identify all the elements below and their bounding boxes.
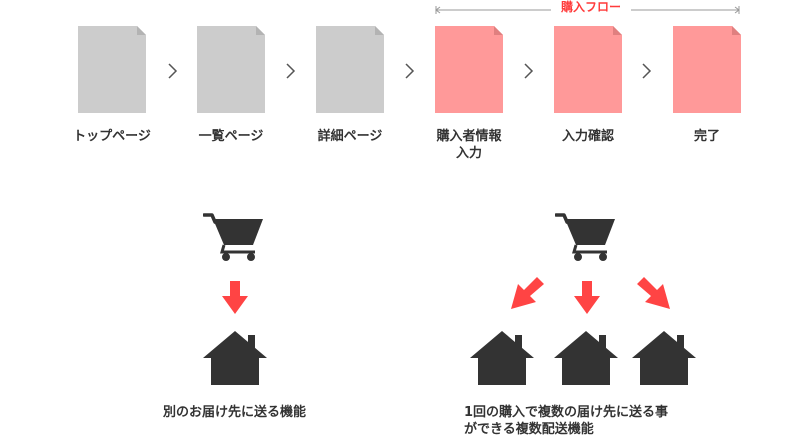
chevron-right-icon: [285, 62, 297, 80]
step-label-detail-page: 詳細ページ: [317, 129, 383, 144]
chevron-right-icon: [404, 62, 416, 80]
step-label-buyer-info-line1: 購入者情報: [436, 129, 502, 144]
chevron-right-icon: [641, 62, 653, 80]
multiple-delivery-caption-line2: ができる複数配送機能: [464, 422, 594, 437]
step-label-top-page: トップページ: [73, 129, 151, 144]
house-icon: [203, 331, 267, 385]
buyer-info-input-document-icon: [435, 26, 503, 113]
list-page-document-icon: [197, 26, 265, 113]
arrow-down-left-icon: [508, 276, 544, 312]
house-icon: [632, 331, 696, 385]
single-delivery-caption: 別のお届け先に送る機能: [163, 405, 307, 420]
down-arrow-icon: [222, 281, 248, 314]
house-icon: [470, 331, 534, 385]
house-icon: [554, 331, 618, 385]
step-label-buyer-info-line2: 入力: [455, 146, 482, 161]
top-page-document-icon: [78, 26, 146, 113]
step-label-complete: 完了: [693, 129, 720, 144]
cart-icon: [555, 212, 617, 262]
complete-document-icon: [673, 26, 741, 113]
purchase-flow-title: 購入フロー: [551, 0, 631, 14]
multiple-delivery-caption-line1: 1回の購入で複数の届け先に送る事: [464, 405, 669, 420]
input-confirm-document-icon: [554, 26, 622, 113]
chevron-right-icon: [167, 62, 179, 80]
cart-icon: [203, 212, 265, 262]
detail-page-document-icon: [316, 26, 384, 113]
step-label-input-confirm: 入力確認: [561, 129, 614, 144]
step-label-list-page: 一覧ページ: [198, 129, 264, 144]
chevron-right-icon: [523, 62, 535, 80]
multiple-delivery-caption: 1回の購入で複数の届け先に送る事 ができる複数配送機能: [464, 404, 668, 438]
arrow-down-right-icon: [637, 276, 673, 312]
step-label-buyer-info: 購入者情報 入力: [409, 128, 529, 162]
down-arrow-icon: [574, 281, 600, 314]
